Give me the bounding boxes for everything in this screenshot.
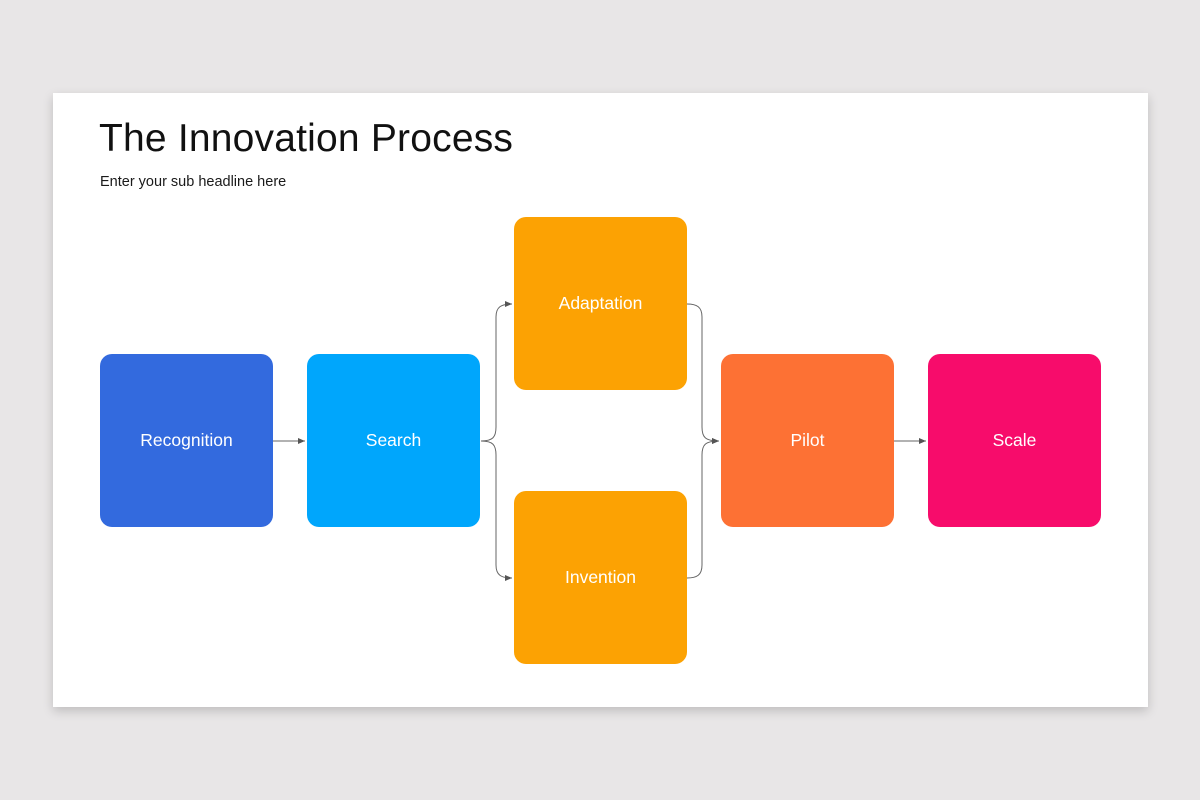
slide-subtitle: Enter your sub headline here: [100, 174, 287, 190]
node-adaptation: Adaptation: [514, 217, 687, 390]
arrow-search-adaptation: [480, 301, 513, 442]
node-label: Pilot: [790, 430, 825, 450]
node-label: Invention: [564, 567, 637, 587]
slide: The Innovation Process Enter your sub he…: [53, 93, 1148, 707]
node-search: Search: [307, 354, 480, 527]
node-label: Adaptation: [558, 293, 643, 313]
arrow-adaptation-pilot: [686, 303, 720, 444]
node-pilot: Pilot: [721, 354, 894, 527]
connector-lines: [273, 301, 926, 581]
arrow-search-invention: [480, 440, 513, 581]
node-recognition: Recognition: [100, 354, 273, 527]
node-invention: Invention: [514, 491, 687, 664]
node-label: Recognition: [140, 430, 233, 450]
node-scale: Scale: [928, 354, 1101, 527]
arrow-invention-pilot: [686, 438, 720, 579]
slide-title: The Innovation Process: [99, 117, 514, 160]
node-label: Search: [365, 430, 422, 450]
node-label: Scale: [992, 430, 1037, 450]
